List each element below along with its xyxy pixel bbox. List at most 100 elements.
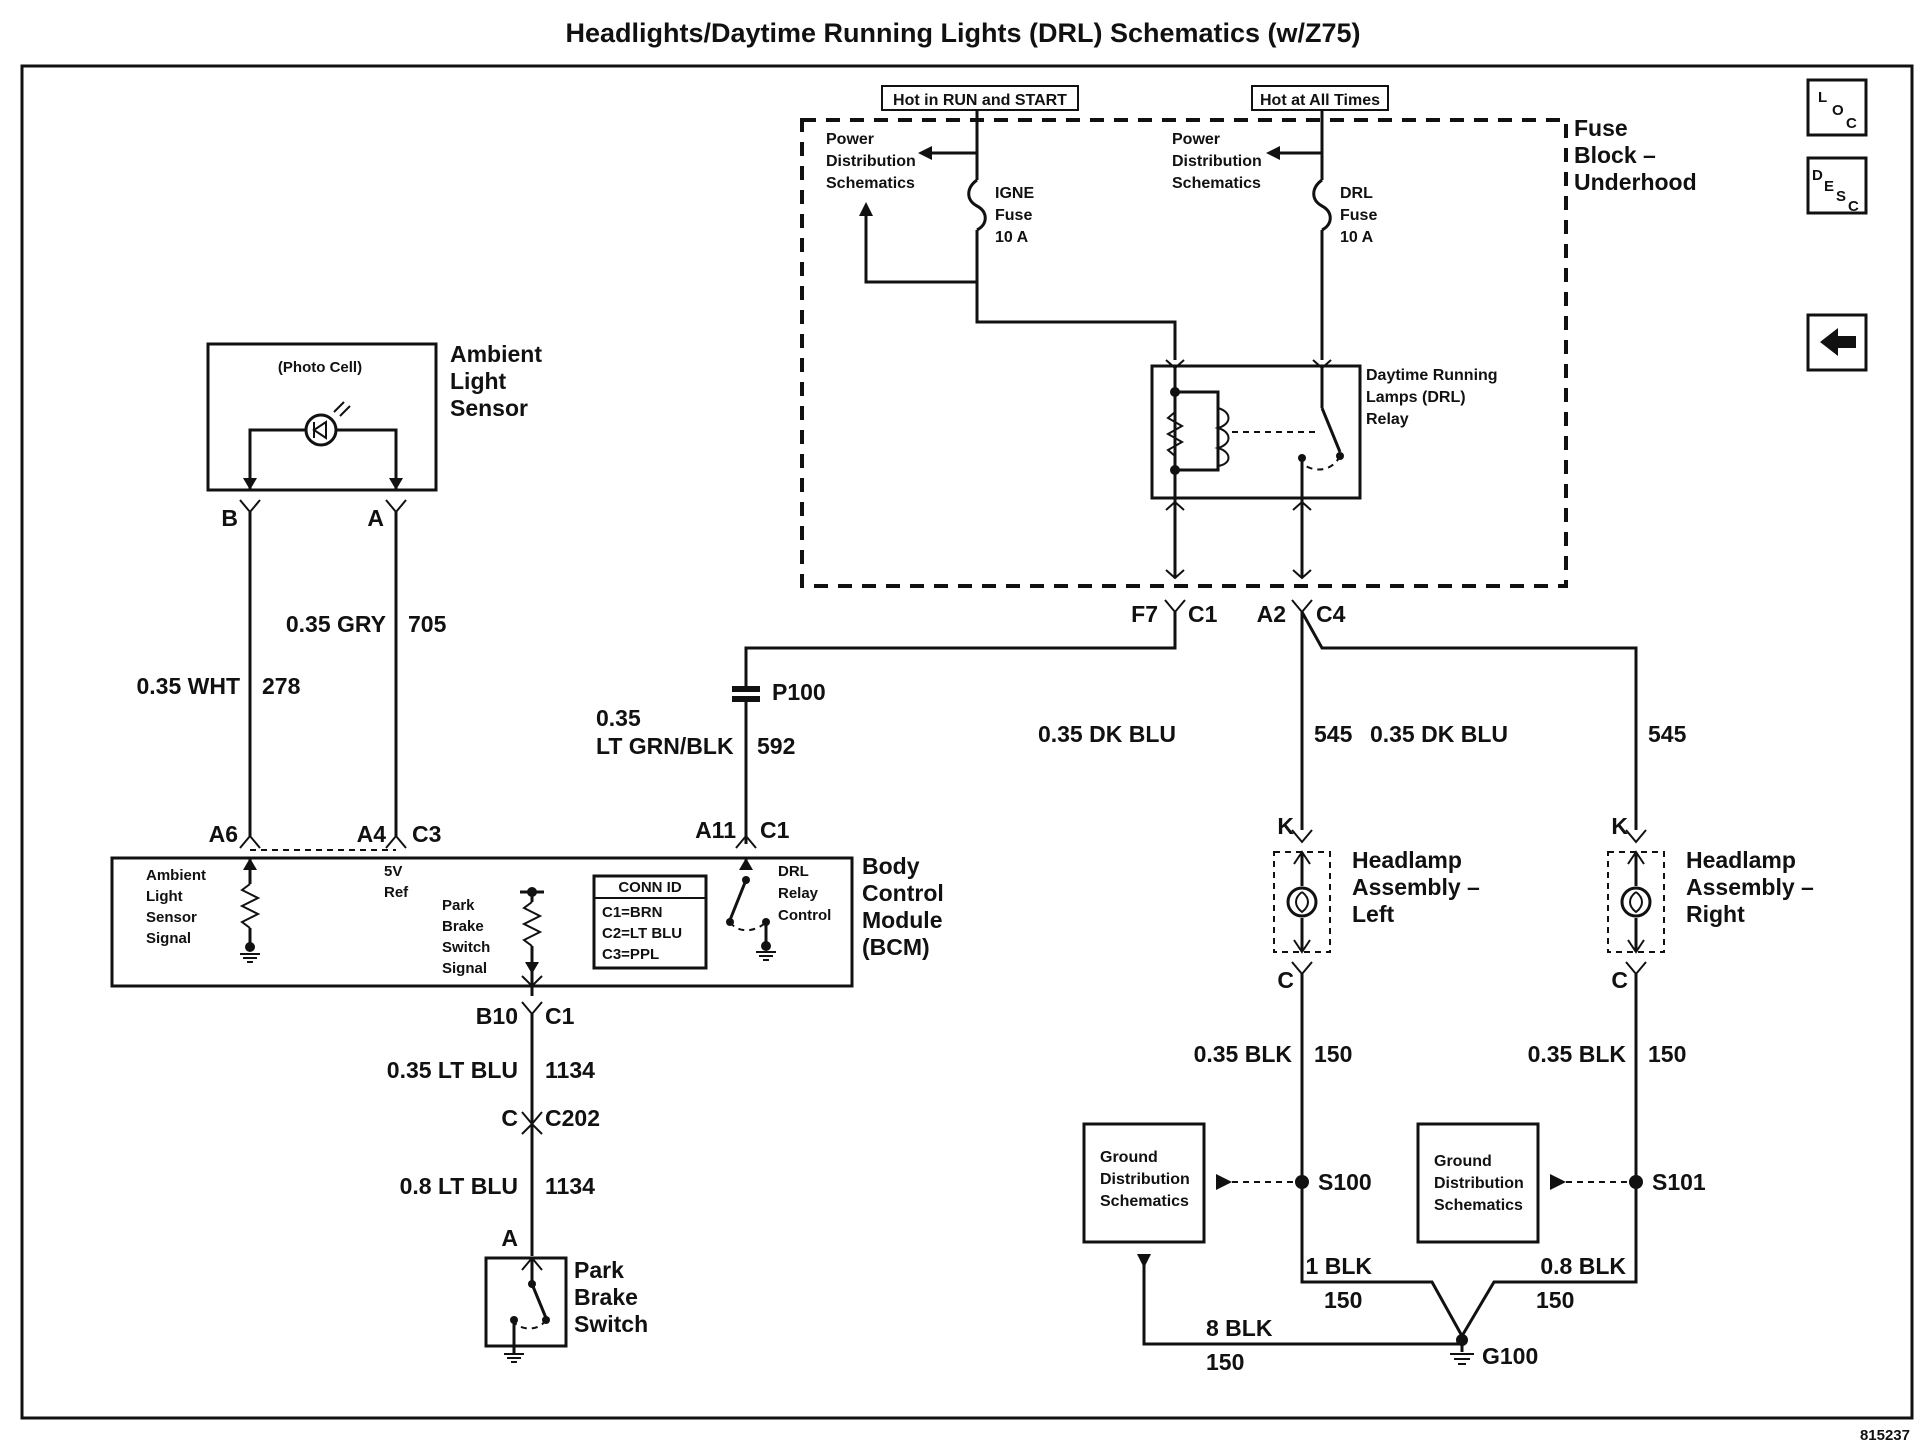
wire-592-color: 0.35 LT GRN/BLK [596,705,734,759]
svg-text:C1=BRN: C1=BRN [602,904,662,921]
conn-c1-park: C1 [545,1003,575,1029]
svg-text:Ground Distribution: Ground Distribution Schematics [1100,1149,1194,1210]
conn-a6: A6 [209,821,238,847]
svg-text:Hot in RUN and START: Hot in RUN and START [893,92,1067,109]
conn-p100: P100 [772,679,826,705]
wire-278-color: 0.35 WHT [136,673,240,699]
svg-text:S: S [1836,188,1846,205]
splice-s100 [1295,1175,1309,1189]
park-brake-label: Park Brake Switch [574,1257,648,1337]
diagram-title: Headlights/Daytime Running Lights (DRL) … [565,18,1360,48]
wire-150r-color: 0.35 BLK [1528,1041,1627,1067]
headlamp-right-label: Headlamp Assembly – Right [1686,847,1820,927]
diagram-frame [20,64,1914,1420]
back-button[interactable] [1806,313,1868,372]
wire-278-circuit: 278 [262,673,301,699]
conn-c4: C4 [1316,601,1346,627]
wire-1134b-circuit: 1134 [545,1173,595,1199]
left-arrow-icon [1820,328,1856,356]
conn-id-table: CONN ID C1=BRN C2=LT BLU C3=PPL [592,874,708,970]
igne-fuse-symbol [967,178,987,232]
pds-right-label: Power Distribution Schematics [1172,131,1266,192]
svg-text:C2=LT BLU: C2=LT BLU [602,925,682,942]
body-control-module [110,856,854,988]
fuse-block-label: Fuse Block – Underhood [1574,115,1697,195]
conn-b10: B10 [476,1003,518,1029]
wire-705-color: 0.35 GRY [286,611,386,637]
wire-545r-circuit: 545 [1648,721,1687,747]
fuse-block-underhood [800,118,1568,588]
wire-150g1-color: 1 BLK [1306,1253,1373,1279]
ground-distribution-left[interactable]: Ground Distribution Schematics [1082,1122,1206,1244]
svg-text:C: C [1848,198,1859,215]
photo-cell-label: (Photo Cell) [278,359,362,376]
conn-a11: A11 [695,817,736,843]
svg-text:C: C [1846,115,1857,132]
bcm-park-brake-signal-label: Park Brake Switch Signal [442,897,495,977]
wire-150g3-circuit: 150 [1206,1349,1244,1375]
conn-f7: F7 [1131,601,1158,627]
conn-s100: S100 [1318,1169,1372,1195]
hot-in-run-start-label: Hot in RUN and START [881,85,1079,111]
wire-545r-color: 0.35 DK BLU [1370,721,1508,747]
bcm-label: Body Control Module (BCM) [862,853,950,960]
wire-150g1-circuit: 150 [1324,1287,1362,1313]
conn-g100: G100 [1482,1343,1538,1369]
park-brake-switch [484,1256,568,1348]
drl-fuse-label: DRL Fuse 10 A [1340,185,1382,246]
conn-c-right: C [1611,967,1628,993]
wire-545l-color: 0.35 DK BLU [1038,721,1176,747]
ambient-sensor-label: Ambient Light Sensor [450,341,548,421]
headlamp-left-label: Headlamp Assembly – Left [1352,847,1486,927]
conn-c-left: C [1277,967,1294,993]
svg-text:O: O [1832,102,1844,119]
conn-a2: A2 [1257,601,1286,627]
svg-text:Hot at All Times: Hot at All Times [1260,92,1380,109]
conn-k-left: K [1277,813,1294,839]
photo-cell-icon [304,401,351,447]
svg-text:Ground Distribution: Ground Distribution Schematics [1434,1153,1528,1214]
conn-a-park: A [501,1225,518,1251]
drl-relay-label: Daytime Running Lamps (DRL) Relay [1366,367,1502,428]
wire-150l-circuit: 150 [1314,1041,1352,1067]
pds-left-label: Power Distribution Schematics [826,131,920,192]
hot-at-all-times-label: Hot at All Times [1251,85,1389,111]
wire-1134a-circuit: 1134 [545,1057,595,1083]
wire-150g2-color: 0.8 BLK [1540,1253,1626,1279]
conn-c202: C202 [545,1105,600,1131]
wire-592-circuit: 592 [757,733,795,759]
wire-705-circuit: 705 [408,611,447,637]
wire-1134a-color: 0.35 LT BLU [387,1057,518,1083]
wire-1134b-color: 0.8 LT BLU [400,1173,518,1199]
splice-s101 [1629,1175,1643,1189]
headlamp-right-bulb-icon [1620,886,1652,918]
conn-c1-bcm: C1 [760,817,790,843]
svg-text:D: D [1812,167,1823,184]
wire-150g3-color: 8 BLK [1206,1315,1273,1341]
conn-c3: C3 [412,821,441,847]
conn-s101: S101 [1652,1169,1706,1195]
conn-a4: A4 [357,821,387,847]
wire-150l-color: 0.35 BLK [1194,1041,1293,1067]
drl-fuse-symbol [1312,178,1332,232]
sensor-pin-a: A [367,505,384,531]
conn-c1-upper: C1 [1188,601,1218,627]
ground-distribution-right[interactable]: Ground Distribution Schematics [1416,1122,1540,1244]
bcm-drl-relay-control-label: DRL Relay Control [778,863,831,924]
loc-button[interactable]: L O C [1806,78,1868,137]
ambient-light-sensor [206,342,438,492]
p100-connector [732,686,760,702]
svg-text:C3=PPL: C3=PPL [602,946,659,963]
wire-545l-circuit: 545 [1314,721,1353,747]
wire-150g2-circuit: 150 [1536,1287,1574,1313]
headlamp-left-bulb-icon [1286,886,1318,918]
conn-k-right: K [1611,813,1628,839]
desc-button[interactable]: D E S C [1806,156,1868,215]
svg-text:E: E [1824,178,1834,195]
svg-text:CONN ID: CONN ID [618,879,682,896]
svg-text:L: L [1818,89,1827,106]
bcm-5v-ref-label: 5V Ref [384,863,409,901]
figure-id: 815237 [1860,1427,1910,1444]
